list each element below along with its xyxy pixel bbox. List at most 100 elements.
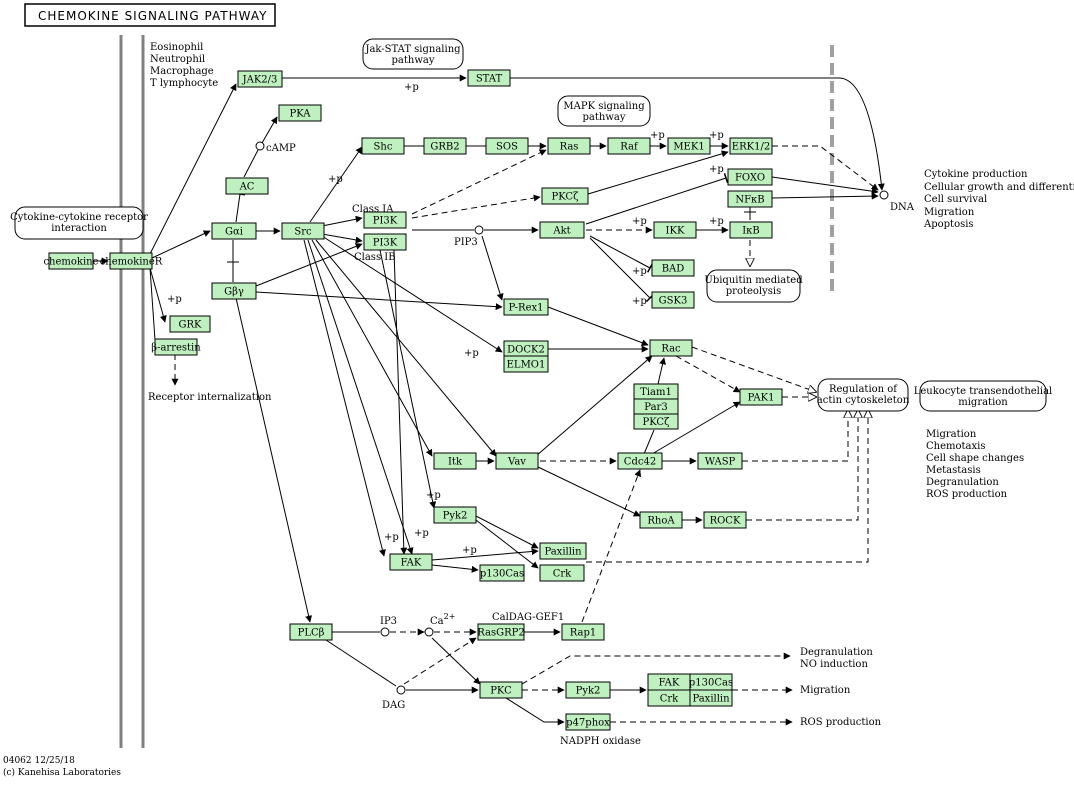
gene-node-pak1[interactable]: PAK1 [739,388,783,406]
gene-node-pkcz1[interactable]: PKCζ [541,187,589,205]
gene-node-itk[interactable]: Itk [433,452,477,470]
phospho-label: +p [709,216,724,227]
gene-node-pkc[interactable]: PKC [479,681,523,699]
gene-node-p130cas2[interactable]: p130Cas [689,673,733,691]
gene-node-fak2[interactable]: FAK [647,673,691,691]
class-ib-label: Class IB [354,252,396,263]
edge [149,267,156,341]
gene-node-pi3k-b[interactable]: PI3K [363,233,407,251]
gene-node-akt[interactable]: Akt [539,221,585,239]
gene-node-prex1[interactable]: P-Rex1 [503,298,549,316]
edge [475,519,539,569]
gene-node-paxillin2[interactable]: Paxillin [689,689,733,707]
gene-label: GRK [179,320,203,331]
dna-effects: Cytokine production Cellular growth and … [923,169,1074,230]
gene-node-fak[interactable]: FAK [389,553,433,571]
gene-node-bad[interactable]: BAD [651,259,695,277]
gene-node-pyk2b[interactable]: Pyk2 [565,681,611,699]
edge [151,230,211,259]
gene-label: ROCK [710,516,741,527]
calcium-compound [424,627,434,637]
pip3-label: PIP3 [454,237,478,248]
gene-label: chemokineR [100,257,163,268]
gene-node-pi3k-a[interactable]: PI3K [363,211,407,229]
gene-node-raf[interactable]: Raf [607,137,651,155]
gene-node-src[interactable]: Src [281,222,325,240]
gene-node-sos[interactable]: SOS [485,137,529,155]
gene-label: PKCζ [551,192,579,203]
ip3-label: IP3 [380,616,397,627]
gene-node-pkcz2[interactable]: PKCζ [633,413,679,430]
gene-node-stat[interactable]: STAT [467,69,511,87]
gene-label: chemokine [43,257,98,268]
phospho-label: +p [384,532,399,543]
gene-node-chemokineR[interactable]: chemokineR [100,252,163,270]
gene-node-chemokine[interactable]: chemokine [43,252,99,270]
ip3-compound [380,627,390,637]
phospho-label: +p [632,266,647,277]
gene-node-shc[interactable]: Shc [361,137,405,155]
gene-node-ac[interactable]: AC [225,177,269,195]
gene-node-rhoa[interactable]: RhoA [639,511,683,529]
phospho-label: +p [167,294,182,305]
gene-node-grb2[interactable]: GRB2 [423,137,467,155]
gene-label: Par3 [644,402,667,413]
gene-label: PKC [490,686,512,697]
gene-node-plcb[interactable]: PLCβ [289,623,333,641]
gene-node-crk[interactable]: Crk [539,564,585,582]
gene-label: Akt [552,226,570,237]
gene-node-p130cas[interactable]: p130Cas [479,564,525,582]
gene-node-ikk[interactable]: IKK [653,221,697,239]
gene-node-gsk3[interactable]: GSK3 [651,291,695,309]
gene-node-mek1[interactable]: MEK1 [667,137,711,155]
gene-node-elmo1[interactable]: ELMO1 [503,355,549,373]
gene-label: Gβγ [224,287,244,298]
gene-node-tiam1[interactable]: Tiam1 [633,383,679,400]
gene-node-erk[interactable]: ERK1/2 [729,137,773,155]
gene-node-wasp[interactable]: WASP [697,452,743,470]
phospho-label: +p [650,130,665,141]
gene-node-paxillin[interactable]: Paxillin [539,542,587,560]
gene-node-rac[interactable]: Rac [649,339,693,357]
gene-label: IKK [666,226,685,237]
gene-node-rasgrp2[interactable]: RasGRP2 [477,623,525,641]
gene-node-gby[interactable]: Gβγ [211,282,257,300]
gene-label: FAK [401,558,422,569]
cell-types: Eosinophil Neutrophil Macrophage T lymph… [150,42,218,89]
gene-node-pka[interactable]: PKA [278,104,322,122]
gene-node-barrestin[interactable]: β-arrestin [151,338,201,356]
gene-node-gai[interactable]: Gαi [211,222,257,240]
gene-label: ERK1/2 [732,142,770,153]
gene-node-vav[interactable]: Vav [495,452,539,470]
phospho-label: +p [426,490,441,501]
gene-node-foxo[interactable]: FOXO [727,168,773,186]
gene-node-crk2[interactable]: Crk [647,689,691,707]
gene-node-rock[interactable]: ROCK [703,511,747,529]
gene-node-jak2[interactable]: JAK2/3 [237,70,283,88]
gene-node-rap1[interactable]: Rap1 [561,623,605,641]
gene-label: IκB [742,226,760,237]
edge [311,239,433,457]
gene-node-par3[interactable]: Par3 [633,398,679,415]
gene-node-dock2[interactable]: DOCK2 [503,340,549,358]
edge [315,239,497,457]
gene-node-ras[interactable]: Ras [547,137,591,155]
gene-node-p47phox[interactable]: p47phox [565,713,611,731]
gene-node-pyk2[interactable]: Pyk2 [433,506,477,524]
gene-node-cdc42[interactable]: Cdc42 [617,452,663,470]
gene-node-ikb[interactable]: IκB [729,221,773,239]
edge [475,515,539,549]
gene-label: AC [239,182,255,193]
edge [746,410,858,521]
gene-node-grk[interactable]: GRK [169,315,211,333]
migration-text: Migration [800,685,851,696]
gene-node-nfkb[interactable]: NFκB [727,190,773,208]
class-ia-label: Class IA [352,204,394,215]
effect-text: ROS production [926,489,1008,500]
